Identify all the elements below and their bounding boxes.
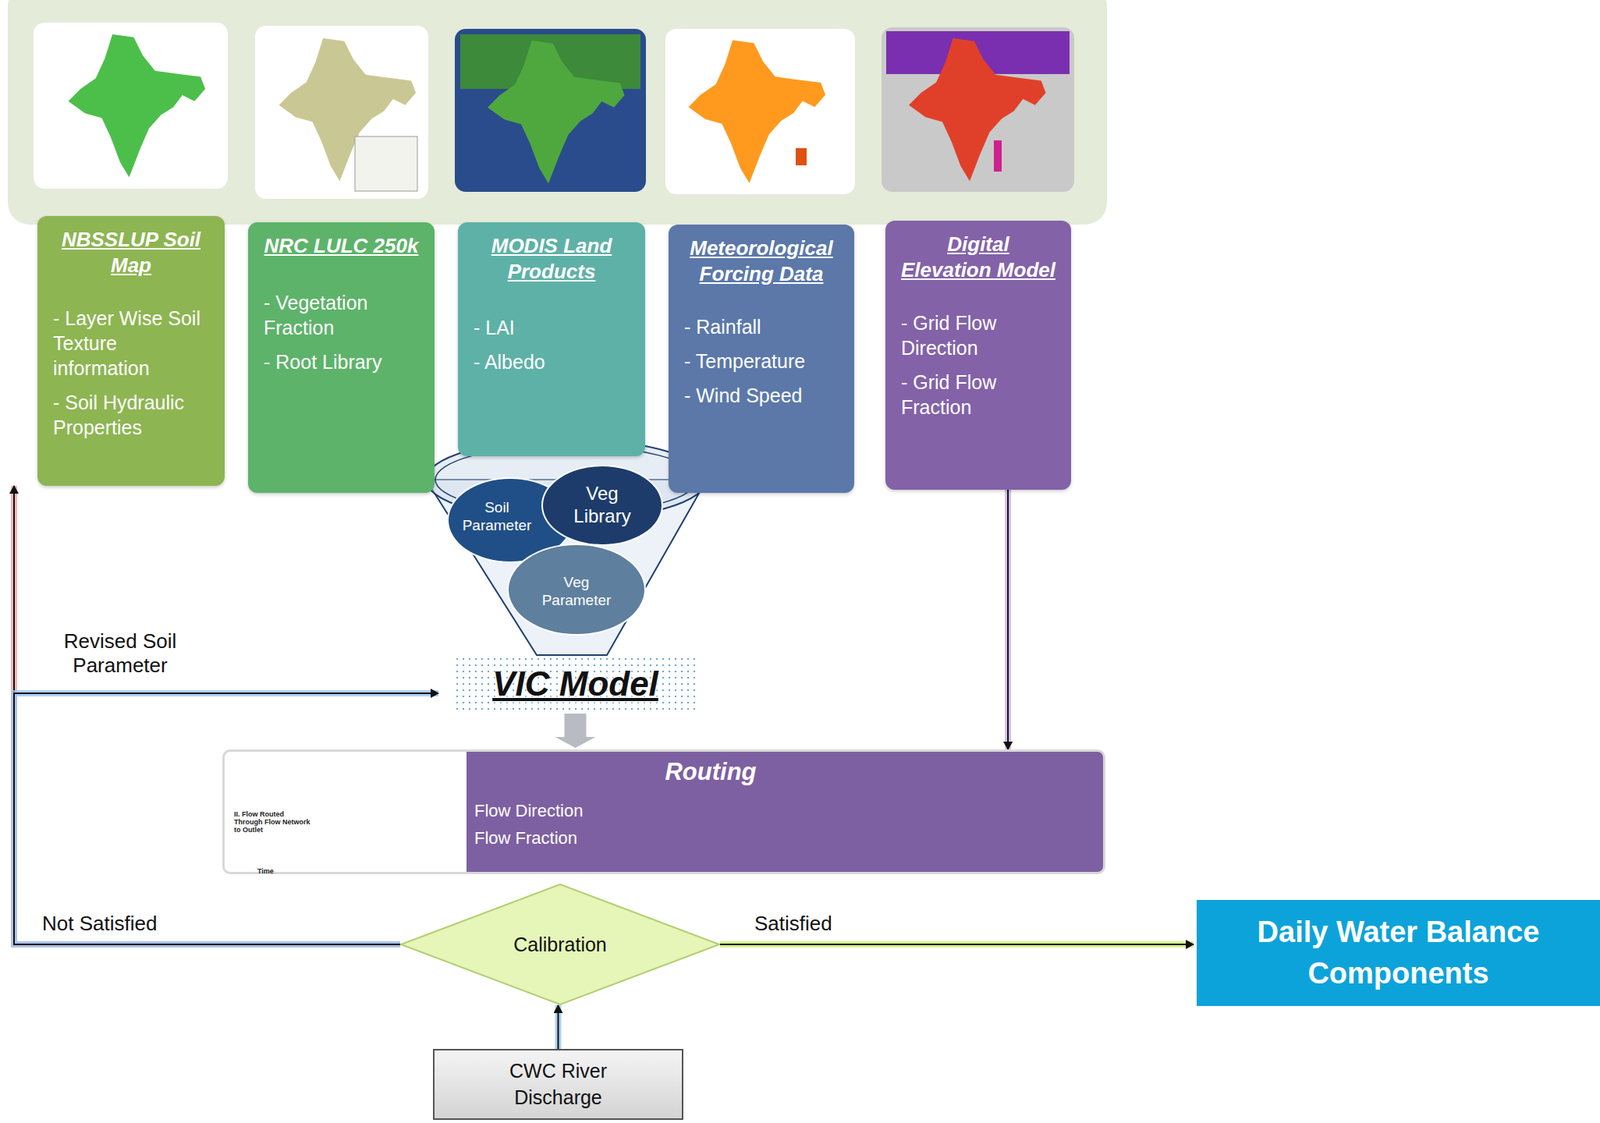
node-diam: Calibration bbox=[400, 883, 721, 1006]
node-text: Flow Fraction bbox=[474, 824, 1104, 852]
node-circ: Veg Parameter bbox=[507, 543, 646, 636]
box-item: - Vegetation Fraction bbox=[263, 290, 419, 341]
box-item: - Root Library bbox=[263, 349, 419, 375]
map-thumbnails bbox=[33, 22, 1075, 199]
box-heading: Digital Elevation Model bbox=[901, 231, 1056, 283]
box-item: - Grid Flow Direction bbox=[901, 310, 1056, 361]
connector-glow bbox=[1004, 489, 1012, 750]
connector-glow bbox=[555, 1005, 562, 1050]
edge-label: Not Satisfied bbox=[39, 911, 160, 937]
box-item: - LAI bbox=[473, 315, 630, 341]
connector-glow bbox=[14, 486, 401, 945]
connector bbox=[557, 1005, 559, 1050]
node-text: Flow Direction bbox=[474, 797, 1104, 825]
diamond-outline bbox=[400, 884, 720, 1005]
node-text: CWC River Discharge bbox=[488, 1058, 629, 1112]
node-box: NRC LULC 250k - Vegetation Fraction - Root… bbox=[248, 222, 435, 494]
node-cwc: CWC River Discharge bbox=[432, 1049, 684, 1121]
connector bbox=[14, 486, 401, 945]
box-heading: NBSSLUP Soil Map bbox=[53, 227, 210, 278]
connector-glow bbox=[720, 941, 1194, 948]
node-daily: Daily Water Balance Components bbox=[1196, 900, 1600, 1007]
node-box: MODIS Land Products - LAI - Albedo bbox=[457, 222, 646, 457]
inset-label: II. Flow Routed Through Flow Network to … bbox=[234, 811, 313, 835]
box-item: - Soil Hydraulic Properties bbox=[53, 390, 210, 440]
box-item: - Wind Speed bbox=[684, 383, 839, 408]
connector-line bbox=[720, 943, 1194, 946]
block-arrow bbox=[555, 713, 597, 749]
inset-label: Time bbox=[257, 868, 289, 877]
connector bbox=[1007, 489, 1009, 750]
box-item: - Layer Wise Soil Texture information bbox=[53, 305, 210, 381]
node-box: NBSSLUP Soil Map - Layer Wise Soil Textur… bbox=[37, 216, 225, 487]
node-text: Routing bbox=[474, 758, 1104, 787]
node-box: Digital Elevation Model - Grid Flow Direc… bbox=[885, 220, 1072, 490]
node-route: RoutingFlow DirectionFlow Fraction bbox=[222, 749, 1106, 875]
funnel bbox=[425, 439, 707, 656]
box-item: - Temperature bbox=[684, 348, 839, 374]
box-heading: NRC LULC 250k bbox=[263, 233, 419, 259]
top-band bbox=[7, 0, 1107, 225]
node-text: Soil Parameter bbox=[460, 499, 535, 536]
edge-label: Revised Soil Parameter bbox=[39, 629, 202, 678]
box-item: - Albedo bbox=[473, 349, 630, 375]
connector-line bbox=[1007, 489, 1009, 750]
box-heading: Meteorological Forcing Data bbox=[684, 235, 839, 287]
node-box: Meteorological Forcing Data - Rainfall - T… bbox=[668, 224, 855, 494]
node-text: Calibration bbox=[513, 933, 607, 957]
edge-label: Satisfied bbox=[751, 911, 836, 937]
connector bbox=[555, 713, 597, 749]
node-text: Veg Parameter bbox=[533, 574, 620, 611]
connector bbox=[720, 944, 1194, 946]
node-vic: VIC Model bbox=[454, 656, 697, 713]
box-item: - Grid Flow Fraction bbox=[901, 369, 1056, 420]
node-text: VIC Model bbox=[492, 664, 659, 704]
box-item: - Rainfall bbox=[684, 314, 839, 340]
node-circ: Veg Library bbox=[541, 464, 664, 547]
connector-line bbox=[557, 1005, 560, 1050]
node-text: Veg Library bbox=[559, 482, 646, 529]
box-heading: MODIS Land Products bbox=[473, 233, 630, 284]
connector-line bbox=[14, 486, 401, 945]
node-text: Daily Water Balance Components bbox=[1220, 911, 1577, 995]
